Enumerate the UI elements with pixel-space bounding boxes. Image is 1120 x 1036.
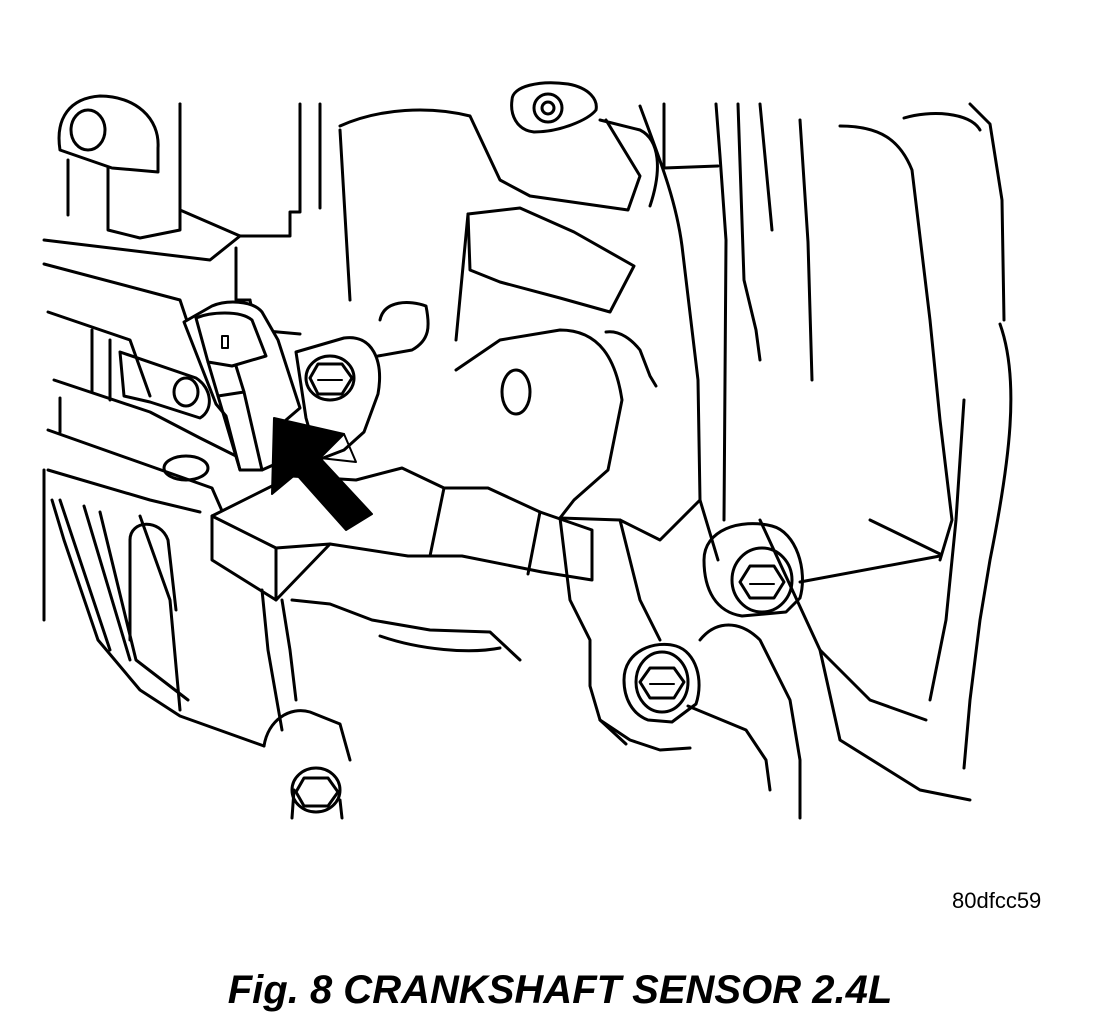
lower-rail [210,466,594,662]
lower-bolt [260,588,352,820]
figure-caption: Fig. 8 CRANKSHAFT SENSOR 2.4L [227,968,893,1012]
upper-center-boss [510,81,598,134]
arrow-pointer-icon [271,417,373,531]
transmission-housing [454,102,1013,770]
arrow-outline [319,433,357,463]
left-slot-boss [118,350,211,482]
crankshaft-sensor-icon [182,300,302,472]
engine-casting [42,102,720,748]
bracket-bolt [304,354,356,402]
upper-left-boss [57,94,182,240]
hex-bolt-icon [738,564,786,600]
flange-lower [558,498,972,820]
figure-reference-code: 80dfcc59 [952,888,1042,913]
